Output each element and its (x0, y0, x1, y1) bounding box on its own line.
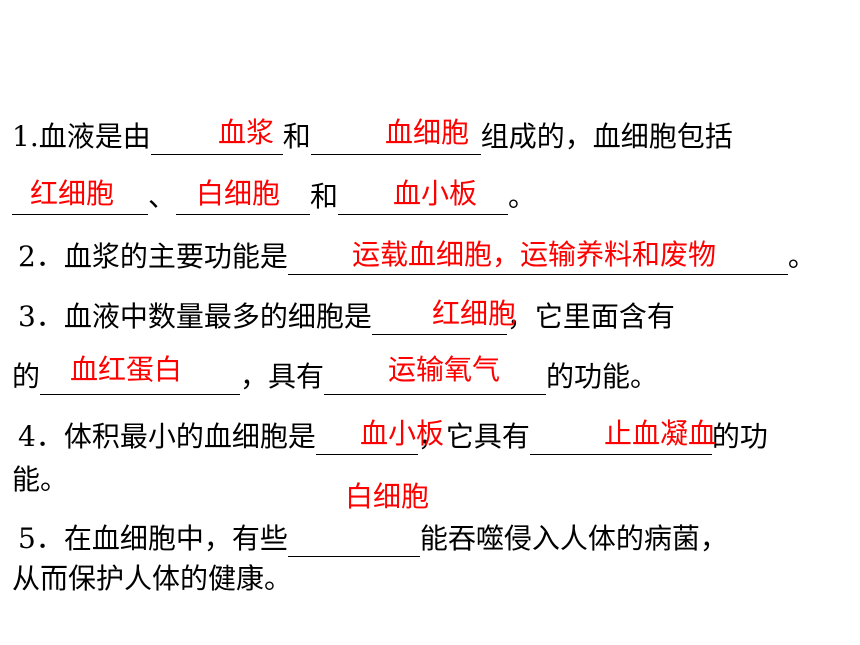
q4-text-c: 的功 (711, 420, 768, 453)
q3-line2: 的 ，具有 的功能。 (12, 360, 658, 395)
q3-answer-3: 运输氧气 (388, 353, 501, 386)
q1-answer-4: 白细胞 (196, 177, 281, 210)
q4-text-b: ，它具有 (417, 420, 530, 453)
q1-text-b: 和 (282, 120, 311, 153)
q4-line2: 能。 (12, 463, 68, 497)
q1-text-d: 、 (148, 180, 177, 213)
q5-line2: 从而保护人体的健康。 (12, 562, 292, 596)
q2-line1: 2．血浆的主要功能是 。 (18, 240, 816, 275)
q4-line1: 4．体积最小的血细胞是 ，它具有 的功 (18, 420, 768, 455)
q4-text-d: 能。 (12, 463, 69, 496)
q5-text-c: 从而保护人体的健康。 (12, 562, 293, 595)
q4-blank-1 (315, 420, 418, 455)
q3-answer-1: 红细胞 (432, 297, 517, 330)
q3-line1: 3．血液中数量最多的细胞是 ，它里面含有 (18, 300, 675, 335)
q3-text-a: 3．血液中数量最多的细胞是 (18, 300, 372, 333)
q5-text-b: 能吞噬侵入人体的病菌， (419, 522, 728, 555)
q1-answer-3: 红细胞 (30, 177, 115, 210)
q5-answer-1: 白细胞 (345, 480, 430, 513)
q3-text-e: 的功能。 (546, 360, 659, 393)
q4-answer-2: 止血凝血 (604, 417, 717, 450)
q4-blank-2 (529, 420, 712, 455)
q1-blank-5 (338, 180, 509, 215)
q4-text-a: 4．体积最小的血细胞是 (18, 420, 316, 453)
q3-text-d: ，具有 (240, 360, 325, 393)
q1-blank-2 (310, 120, 481, 155)
q1-text-f: 。 (508, 180, 537, 213)
q3-blank-1 (371, 300, 507, 335)
q2-text-a: 2．血浆的主要功能是 (18, 240, 288, 273)
q1-blank-1 (150, 120, 283, 155)
q1-blank-3 (12, 180, 148, 215)
q4-answer-1: 血小板 (360, 417, 445, 450)
q5-blank-1 (287, 522, 420, 557)
q3-blank-2 (40, 360, 241, 395)
q1-blank-4 (176, 180, 311, 215)
q1-answer-1: 血浆 (218, 116, 275, 149)
q1-answer-5: 血小板 (393, 177, 478, 210)
q3-blank-3 (324, 360, 547, 395)
q1-text-c: 组成的，血细胞包括 (480, 120, 733, 153)
q1-text-e: 和 (310, 180, 339, 213)
q1-line2: 、 和 。 (12, 180, 536, 215)
q3-text-b: ，它里面含有 (506, 300, 675, 333)
q1-answer-2: 血细胞 (385, 116, 470, 149)
q3-text-c: 的 (12, 360, 41, 393)
q5-line1: 5．在血细胞中，有些 能吞噬侵入人体的病菌， (18, 522, 728, 557)
q1-text-a: 1.血液是由 (12, 120, 151, 153)
q5-text-a: 5．在血细胞中，有些 (18, 522, 288, 555)
q2-blank-1 (287, 240, 788, 275)
q2-answer-1: 运载血细胞，运输养料和废物 (352, 238, 717, 271)
q1-line1: 1.血液是由 和 组成的，血细胞包括 (12, 120, 733, 155)
q3-answer-2: 血红蛋白 (70, 353, 183, 386)
q2-text-b: 。 (787, 240, 816, 273)
